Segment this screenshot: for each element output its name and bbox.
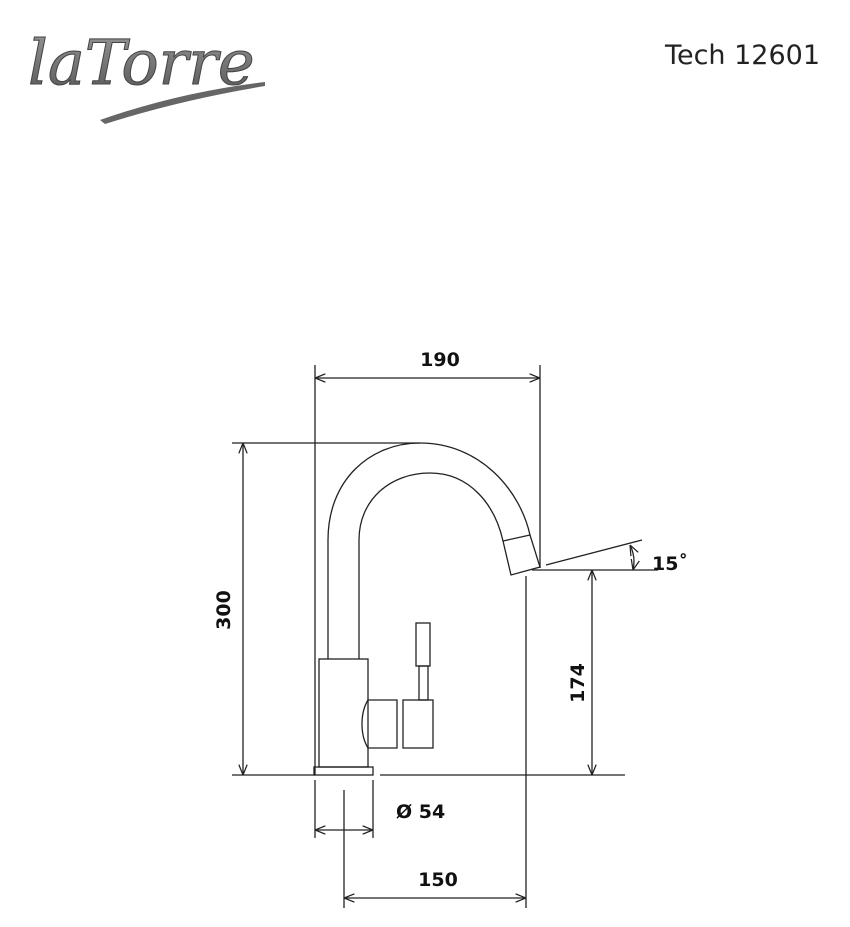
cartridge: [361, 699, 398, 749]
spout-inner: [358, 472, 504, 659]
dim-width-total: 190: [420, 349, 460, 371]
aerator: [502, 534, 541, 576]
brand-logo: laTorre: [28, 26, 265, 124]
lever-knob: [415, 622, 431, 667]
spout-outer: [327, 442, 531, 659]
lever-stem: [418, 665, 429, 701]
dim-spout-height: 174: [567, 663, 589, 703]
base-plate: [313, 766, 374, 776]
svg-text:laTorre: laTorre: [28, 26, 255, 99]
dim-spout-angle: 15˚: [652, 552, 688, 575]
dim-height-total: 300: [213, 590, 235, 630]
handle-body: [402, 699, 434, 749]
faucet-outline: [313, 442, 541, 776]
dim-spout-reach: 150: [418, 869, 458, 891]
dimension-lines: [232, 365, 658, 908]
document-code: Tech 12601: [665, 40, 820, 71]
dim-base-diameter: Ø 54: [396, 801, 445, 823]
body: [318, 658, 369, 768]
